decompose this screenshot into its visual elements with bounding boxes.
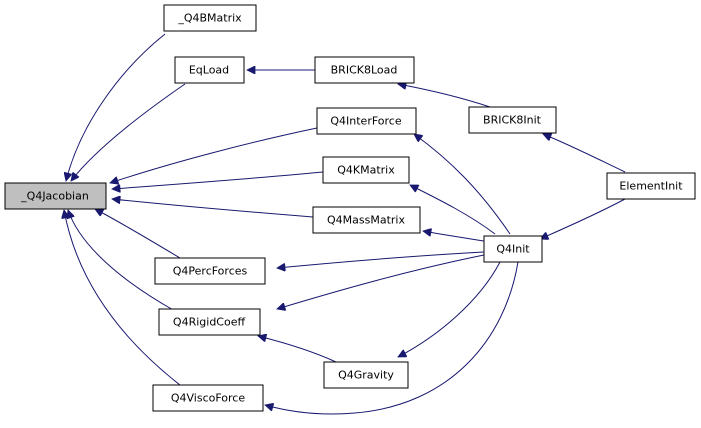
edge-q4init-to-q4massmatrix <box>423 231 485 242</box>
edge-q4bmatrix-to-q4jacobian <box>66 33 166 181</box>
edge-q4rigidcoeff-to-q4jacobian <box>68 210 176 312</box>
edge-elementinit-to-q4init <box>540 198 626 239</box>
node-q4percforces-label: Q4PercForces <box>173 265 248 278</box>
edge-q4gravity-to-q4rigidcoeff <box>258 336 337 363</box>
edge-q4init-to-q4rigidcoeff <box>277 254 485 309</box>
node-elementinit-label: ElementInit <box>619 180 683 193</box>
node-eqload[interactable]: EqLoad <box>174 56 245 84</box>
edge-q4percforces-to-q4jacobian <box>95 208 181 259</box>
edge-brick8init-to-brick8load <box>398 84 491 108</box>
node-q4kmatrix-label: Q4KMatrix <box>337 164 395 177</box>
node-q4gravity[interactable]: Q4Gravity <box>323 361 409 389</box>
node-q4massmatrix[interactable]: Q4MassMatrix <box>312 206 421 234</box>
node-q4percforces[interactable]: Q4PercForces <box>154 257 266 285</box>
node-q4init[interactable]: Q4Init <box>483 235 543 263</box>
edges <box>64 33 626 415</box>
node-q4viscoforce-label: Q4ViscoForce <box>171 392 245 405</box>
node-brick8load[interactable]: BRICK8Load <box>314 56 415 84</box>
node-q4bmatrix-label: _Q4BMatrix <box>177 12 242 25</box>
node-q4kmatrix[interactable]: Q4KMatrix <box>322 156 410 184</box>
edge-q4init-to-q4interforce <box>414 134 511 235</box>
node-eqload-label: EqLoad <box>189 64 229 77</box>
node-q4interforce-label: Q4InterForce <box>330 115 401 128</box>
node-q4gravity-label: Q4Gravity <box>338 369 394 382</box>
edge-q4init-to-q4gravity <box>398 261 501 358</box>
edge-eqload-to-q4jacobian <box>71 83 186 181</box>
edge-q4viscoforce-to-q4jacobian <box>64 210 181 386</box>
node-q4bmatrix[interactable]: _Q4BMatrix <box>163 4 257 32</box>
node-q4jacobian[interactable]: _Q4Jacobian <box>4 182 107 210</box>
node-q4viscoforce[interactable]: Q4ViscoForce <box>152 384 264 412</box>
node-q4interforce[interactable]: Q4InterForce <box>316 107 417 135</box>
node-q4rigidcoeff-label: Q4RigidCoeff <box>173 316 246 329</box>
edge-q4massmatrix-to-q4jacobian <box>112 199 314 218</box>
node-q4massmatrix-label: Q4MassMatrix <box>327 214 405 227</box>
edge-q4kmatrix-to-q4jacobian <box>112 171 324 189</box>
node-brick8init-label: BRICK8Init <box>483 114 542 127</box>
node-q4init-label: Q4Init <box>496 243 530 256</box>
edge-elementinit-to-brick8init <box>543 134 626 173</box>
edge-q4interforce-to-q4jacobian <box>110 127 318 183</box>
node-brick8init[interactable]: BRICK8Init <box>468 106 557 134</box>
node-q4jacobian-label: _Q4Jacobian <box>20 190 89 203</box>
node-brick8load-label: BRICK8Load <box>331 64 398 77</box>
node-q4rigidcoeff[interactable]: Q4RigidCoeff <box>158 308 261 336</box>
edge-q4init-to-q4kmatrix <box>410 184 496 235</box>
edge-q4init-to-q4viscoforce <box>265 261 519 415</box>
nodes: _Q4Jacobian _Q4BMatrix EqLoad BRICK8Load… <box>4 4 696 412</box>
node-elementinit[interactable]: ElementInit <box>606 172 696 200</box>
edge-q4init-to-q4percforces <box>277 251 485 268</box>
